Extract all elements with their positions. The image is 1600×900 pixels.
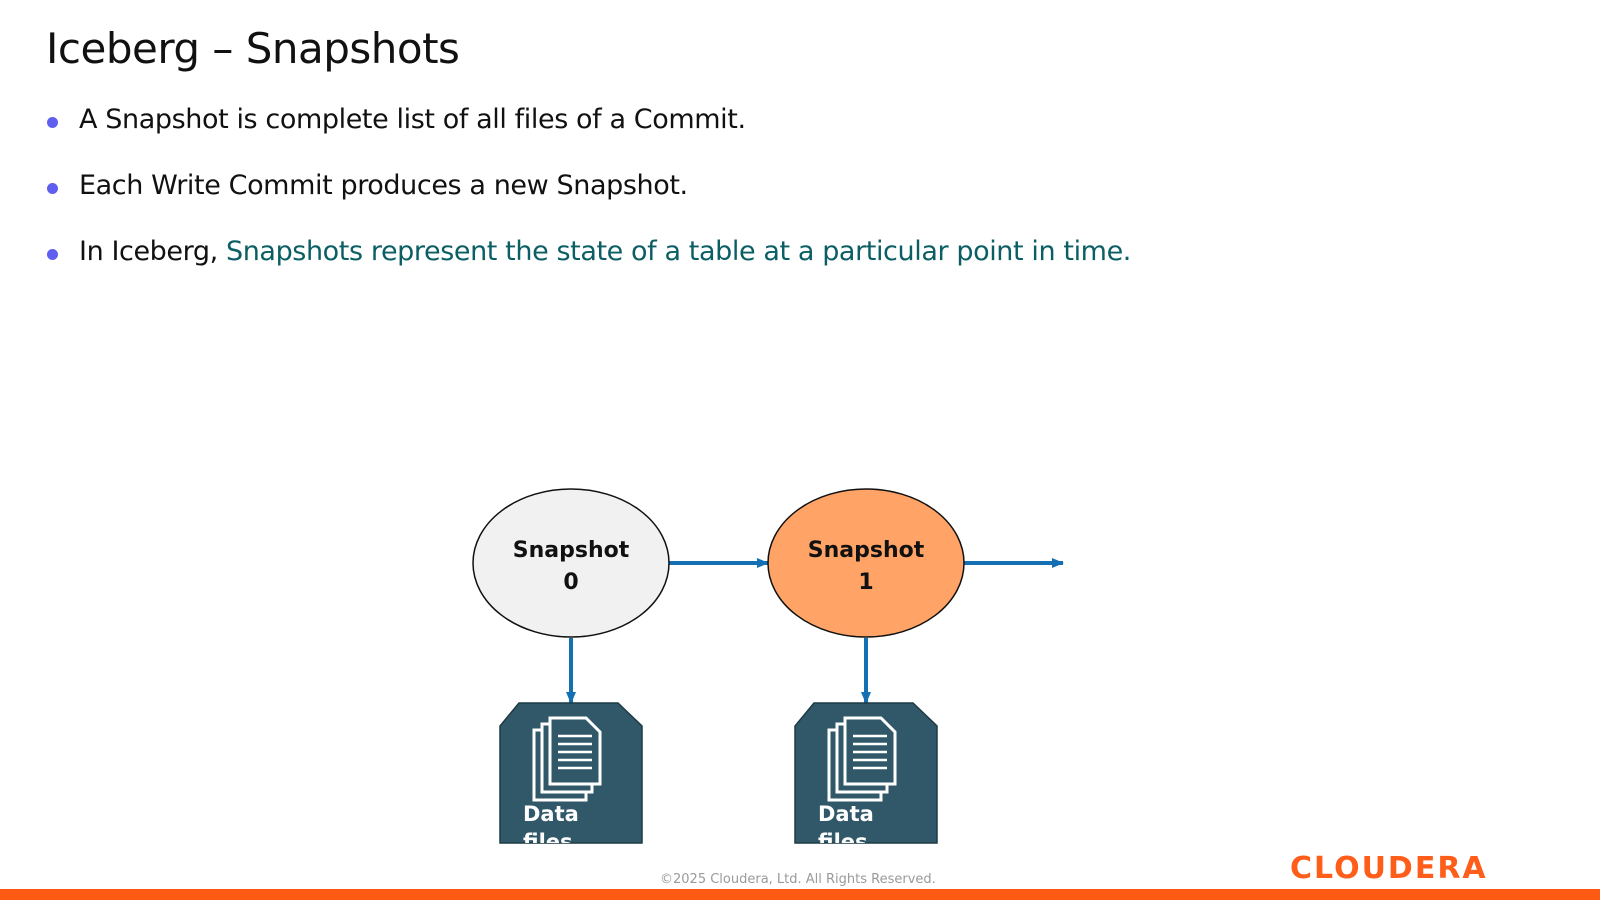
snapshot-label: Snapshot [513, 538, 630, 563]
bottom-accent-bar [0, 889, 1600, 900]
snapshot-number: 0 [563, 570, 578, 595]
cloudera-logo: CLOUDERA [1290, 851, 1488, 886]
data-files-box-1: Data files [794, 702, 938, 854]
bullet-text-plain: In Iceberg, [79, 236, 226, 267]
bullet-dot-icon [47, 183, 58, 194]
slide-title: Iceberg – Snapshots [46, 24, 460, 73]
snapshot-number: 1 [858, 570, 873, 595]
data-files-label: files [523, 830, 573, 854]
snapshot-node-1: Snapshot 1 [767, 488, 965, 638]
data-files-label: Data [818, 802, 874, 826]
files-icon [827, 716, 897, 802]
bullet-text: A Snapshot is complete list of all files… [79, 104, 746, 135]
files-icon [532, 716, 602, 802]
bullet-text: In Iceberg, Snapshots represent the stat… [79, 236, 1131, 267]
bullet-dot-icon [47, 249, 58, 260]
footer-copyright: ©2025 Cloudera, Ltd. All Rights Reserved… [660, 872, 936, 887]
snapshot-label: Snapshot [808, 538, 925, 563]
snapshot-node-0: Snapshot 0 [472, 488, 670, 638]
bullet-text: Each Write Commit produces a new Snapsho… [79, 170, 688, 201]
data-files-box-0: Data files [499, 702, 643, 854]
data-files-label: Data [523, 802, 579, 826]
data-files-label: files [818, 830, 868, 854]
bullet-dot-icon [47, 117, 58, 128]
bullet-text-highlight: Snapshots represent the state of a table… [225, 236, 1131, 267]
